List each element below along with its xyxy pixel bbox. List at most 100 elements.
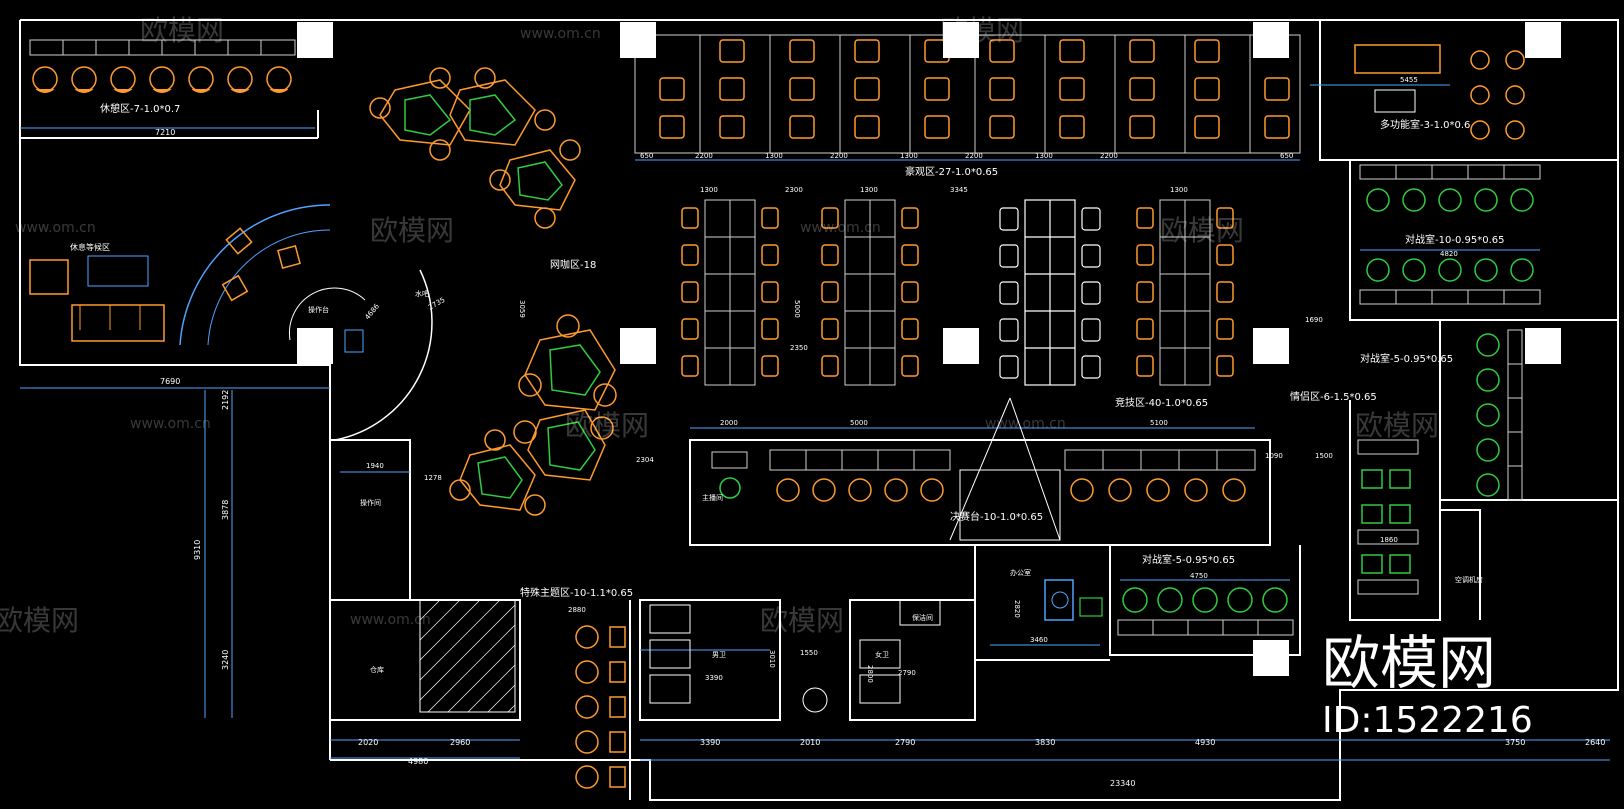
- dim-stage-b: 5000: [850, 419, 868, 427]
- sofa-cushions: [79, 305, 141, 330]
- watermark-url-3: www.om.cn: [800, 220, 881, 236]
- wall-hvac: [1440, 509, 1481, 620]
- zone-label-cafe-lounge: 网咖区-18: [550, 259, 596, 271]
- wall-bottom: [330, 720, 1341, 801]
- cafe-lounge: 网咖区-18 3059 2304: [369, 67, 654, 516]
- dim-lux-7: 2200: [1100, 152, 1118, 160]
- zone-label-cleaning-room: 保洁间: [912, 613, 933, 622]
- zone-label-multi-room: 多功能室-3-1.0*0.6: [1380, 118, 1470, 131]
- wall-office: [974, 545, 1110, 661]
- zone-label-womens-wc: 女卫: [875, 650, 889, 659]
- dim-theme-w: 2880: [568, 606, 586, 614]
- dim-battle-c-w: 4750: [1190, 572, 1208, 580]
- watermark-url-1: www.om.cn: [520, 26, 601, 42]
- stage-area: 2000 5000 5100 决赛台-10-1.0*0.65 主播间: [702, 419, 1256, 541]
- brand-block: 欧模网 ID:1522216: [1322, 629, 1533, 741]
- watermark-url-5: www.om.cn: [985, 416, 1066, 432]
- rest-desks: [29, 39, 296, 56]
- battle-a-desks: [1359, 164, 1541, 305]
- dim-col-a: 5000: [793, 300, 801, 318]
- wall-battle-a: [1349, 160, 1618, 321]
- zone-label-couple-area: 情侣区-6-1.5*0.65: [1290, 390, 1377, 403]
- battle-b-chairs: [1476, 333, 1500, 497]
- zone-label-battle-room-c: 对战室-5-0.95*0.65: [1142, 553, 1235, 566]
- dim-stage-c: 5100: [1150, 419, 1168, 427]
- zone-label-luxury-area: 豪观区-27-1.0*0.65: [905, 165, 998, 178]
- zone-label-host-booth: 主播间: [702, 493, 723, 502]
- outer-dimensions: 7690 9310 2192 3878 3240 2020 2960 4980 …: [160, 377, 1605, 788]
- dim-b-seg-3: 4980: [408, 757, 428, 766]
- service-rooms: 操作间 1940 仓库 1278: [360, 462, 442, 674]
- dim-office-w: 3460: [1030, 636, 1048, 644]
- dim-bottom-total: 23340: [1110, 779, 1135, 788]
- dim-wc-f-w: 2790: [898, 669, 916, 677]
- couple-desks: [1357, 439, 1419, 595]
- zone-label-hvac-room: 空调机房: [1455, 575, 1483, 584]
- dim-lux-4: 1300: [900, 152, 918, 160]
- zone-label-competition-area: 竞技区-40-1.0*0.65: [1115, 396, 1208, 409]
- warehouse-hatch: [419, 599, 516, 713]
- watermark-text-4: 欧模网: [1160, 214, 1244, 247]
- dim-b-seg-7: 3830: [1035, 738, 1055, 747]
- zone-label-battle-room-b: 对战室-5-0.95*0.65: [1360, 352, 1453, 365]
- watermark-text-3: 欧模网: [370, 214, 454, 247]
- bar-core-arc: [288, 287, 366, 341]
- sink-unit: [344, 329, 364, 353]
- dim-b-seg-9: 3750: [1505, 738, 1525, 747]
- battle-b-desks: [1507, 329, 1523, 501]
- pod-cluster-1: [369, 67, 556, 161]
- battle-a-chairs: [1366, 188, 1534, 282]
- dim-col-b: 2350: [790, 344, 808, 352]
- dim-v-seg-b: 3878: [221, 500, 230, 520]
- reception-armchair: [29, 259, 69, 295]
- bar-stools: [221, 227, 301, 302]
- couple-area: 情侣区-6-1.5*0.65 1860 空调机房: [1290, 390, 1483, 595]
- pod-cluster-3: [513, 314, 617, 481]
- multi-tv: [1374, 89, 1416, 113]
- watermark-text-7: 欧模网: [0, 604, 79, 637]
- wall-multi-room: [1319, 20, 1618, 161]
- theme-area: 特殊主题区-10-1.1*0.65 2880: [520, 586, 633, 789]
- dim-b-seg-1: 2020: [358, 738, 378, 747]
- office: 办公室 3460 2820: [1010, 568, 1103, 644]
- dim-left-side: 7690: [160, 377, 180, 386]
- couple-chairs: [1361, 469, 1411, 574]
- wall-couple: [1349, 400, 1441, 621]
- reception-table: [87, 255, 149, 287]
- battle-room-b: 对战室-5-0.95*0.65: [1360, 329, 1523, 501]
- wall-battle-c: [1109, 545, 1301, 656]
- dim-b-seg-8: 4930: [1195, 738, 1215, 747]
- bar-right-arc: [334, 269, 433, 441]
- dim-lux-3: 2200: [830, 152, 848, 160]
- dim-link-c: 1690: [1305, 316, 1323, 324]
- dim-comp-3: 3345: [950, 186, 968, 194]
- dim-comp-1: 2300: [785, 186, 803, 194]
- zone-label-mens-wc: 男卫: [712, 651, 726, 659]
- link-dims: 1690 1500 1090: [1265, 316, 1333, 460]
- brand-id-text: ID:1522216: [1322, 700, 1533, 741]
- battle-room-a: 对战室-10-0.95*0.65 4820: [1359, 164, 1541, 305]
- office-cabinet: [1079, 597, 1103, 617]
- dim-lux-8: 650: [1280, 152, 1293, 160]
- office-desk: [1044, 579, 1074, 621]
- luxury-chairs: [659, 39, 1290, 139]
- dim-v-seg-c: 3240: [221, 650, 230, 670]
- stage-chairs: [719, 477, 1246, 502]
- battle-c-chairs: [1122, 587, 1288, 613]
- comp-white-desks: [999, 199, 1101, 386]
- luxury-bottom-dims: 650 2200 1300 2200 1300 2200 1300 2200 6…: [640, 152, 1293, 160]
- bar-inner-arc: [207, 229, 331, 346]
- battle-room-c: 对战室-5-0.95*0.65 4750: [1117, 553, 1294, 636]
- dim-lux-0: 650: [640, 152, 653, 160]
- rest-area: 休憩区-7-1.0*0.7 7210: [29, 39, 296, 137]
- dim-b-seg-6: 2790: [895, 738, 915, 747]
- comp-top-dims: 1300 2300 1300 3345 1300: [700, 186, 1188, 194]
- comp-chairs: [681, 207, 1234, 377]
- dim-wc-h: 3010: [768, 650, 776, 668]
- watermark-url-4: www.om.cn: [130, 416, 211, 432]
- dim-lux-1: 2200: [695, 152, 713, 160]
- zone-label-reception: 休息等候区: [70, 242, 110, 252]
- dim-link-f: 1860: [1380, 536, 1398, 544]
